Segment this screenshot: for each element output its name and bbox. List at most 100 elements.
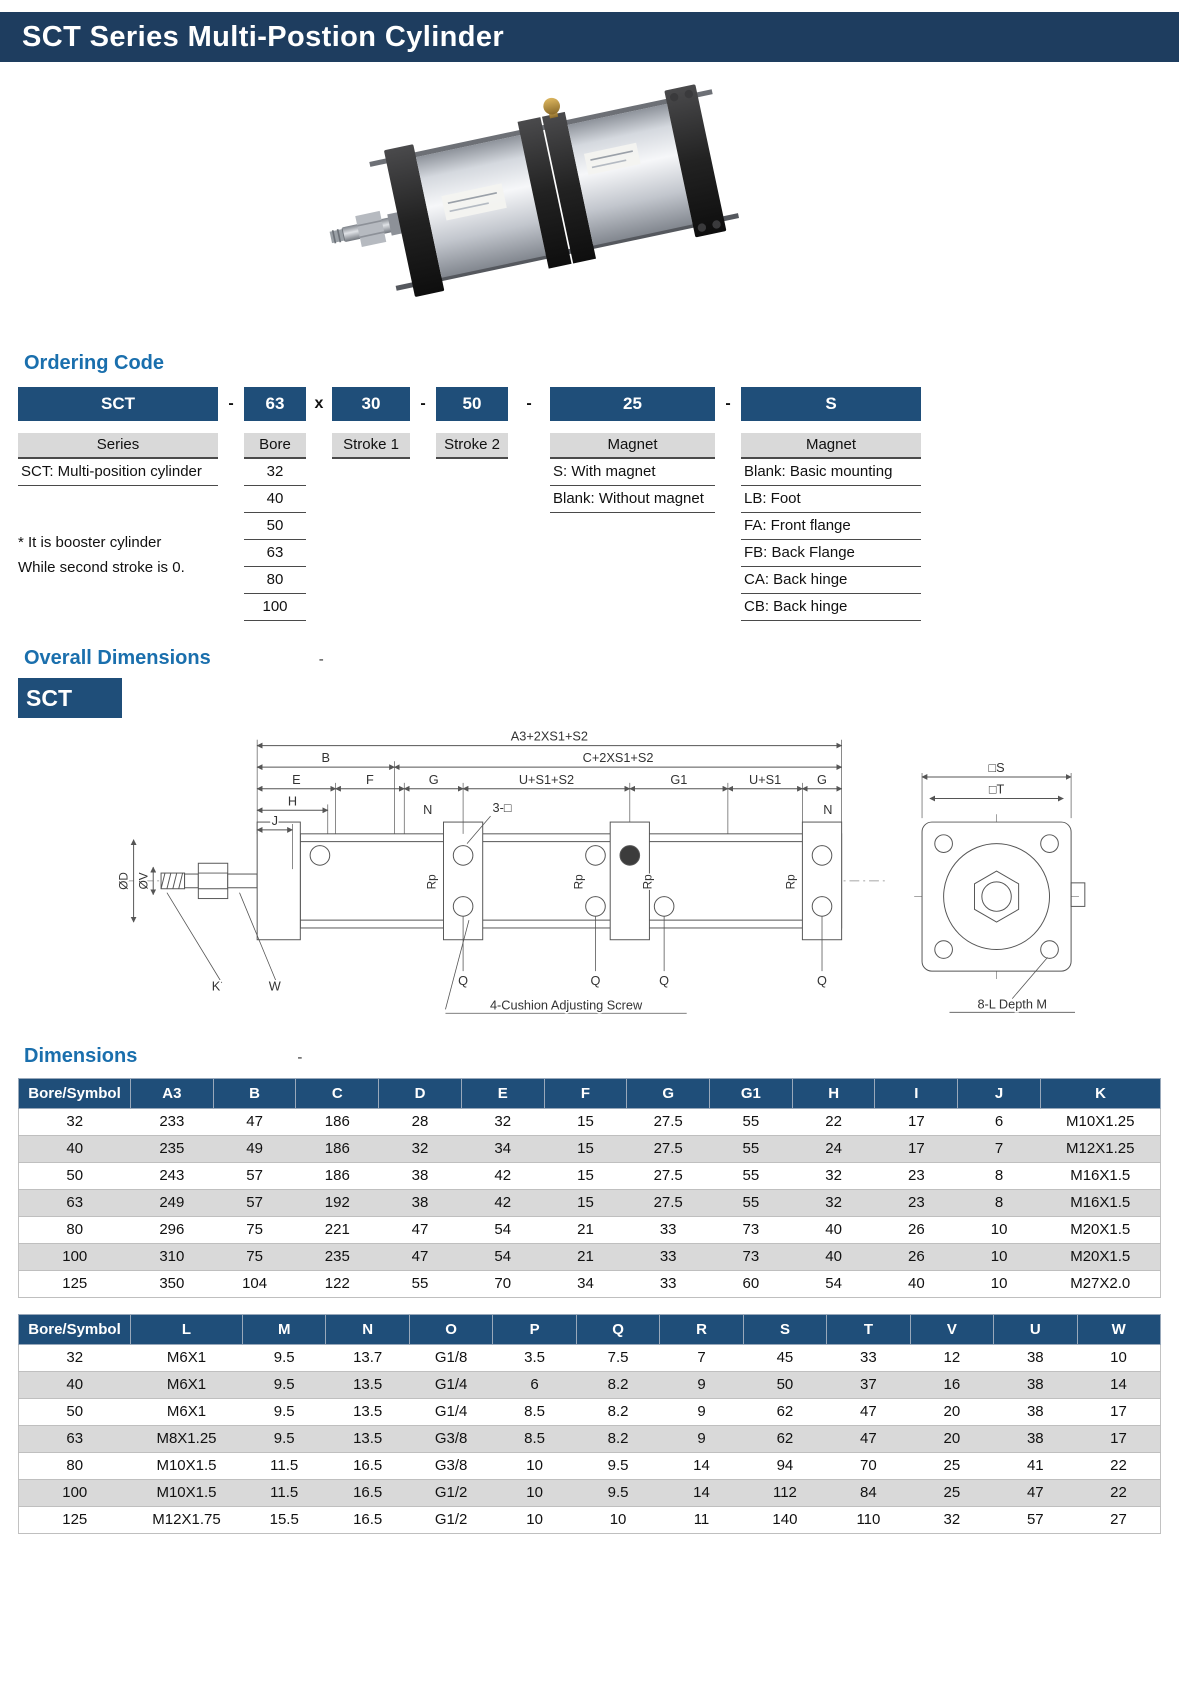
table-cell: 10 xyxy=(492,1452,577,1480)
table-cell: 17 xyxy=(874,1135,958,1163)
label-series: Series xyxy=(18,433,218,459)
table-cell: 14 xyxy=(659,1452,744,1480)
table-cell: 22 xyxy=(1077,1452,1161,1480)
bolt-note: 8-L Depth M xyxy=(977,996,1047,1011)
code-separator: - xyxy=(526,395,532,412)
list-item: FB: Back Flange xyxy=(741,540,921,567)
table-cell: 62 xyxy=(743,1398,827,1426)
table-cell: 40 xyxy=(18,1135,131,1163)
table-cell: 221 xyxy=(295,1216,379,1244)
table-cell: 10 xyxy=(1077,1344,1161,1372)
table-cell: 32 xyxy=(18,1344,131,1372)
table-cell: 55 xyxy=(709,1162,793,1190)
code-stroke2: 50 xyxy=(436,387,508,421)
table-cell: 55 xyxy=(709,1135,793,1163)
column-header: G1 xyxy=(709,1078,793,1109)
table-cell: 32 xyxy=(18,1108,131,1136)
column-header: I xyxy=(874,1078,959,1109)
column-header: V xyxy=(909,1314,995,1345)
table-cell: 12 xyxy=(910,1344,994,1372)
table-cell: 3.5 xyxy=(492,1344,577,1372)
rod-nut xyxy=(355,210,387,248)
dim-label-h: H xyxy=(288,793,297,808)
table-cell: 25 xyxy=(910,1452,994,1480)
ordering-code-section: SCT Series SCT: Multi-position cylinder … xyxy=(18,387,1179,621)
dim-label-j: J xyxy=(272,813,278,828)
dim-label-g: G xyxy=(817,772,827,787)
label-sticker xyxy=(441,183,507,221)
table-cell: 15 xyxy=(544,1162,627,1190)
label-mounting: Magnet xyxy=(741,433,921,459)
dim-label-w: W xyxy=(269,979,281,994)
table-cell: M16X1.5 xyxy=(1040,1162,1161,1190)
table-cell: M10X1.5 xyxy=(130,1479,243,1507)
table-cell: 15 xyxy=(544,1135,627,1163)
table-cell: 233 xyxy=(130,1108,214,1136)
table-cell: 26 xyxy=(874,1243,958,1271)
table-cell: 14 xyxy=(659,1479,744,1507)
table-cell: 23 xyxy=(874,1189,958,1217)
list-item: 63 xyxy=(244,540,306,567)
column-header: O xyxy=(408,1314,494,1345)
dim-label-g1: G1 xyxy=(670,772,687,787)
table-cell: 33 xyxy=(826,1344,911,1372)
table-cell: 28 xyxy=(378,1108,462,1136)
dimension-diagram-svg: A3+2XS1+S2 B C+2XS1+S2 E F G U+S1+S2 G1 … xyxy=(116,727,1086,1014)
column-header: S xyxy=(742,1314,828,1345)
table-cell: 41 xyxy=(993,1452,1078,1480)
table-cell: 47 xyxy=(826,1398,911,1426)
column-header: W xyxy=(1076,1314,1162,1345)
dim-label-n: N xyxy=(423,802,432,817)
column-header: T xyxy=(826,1314,911,1345)
column-header: L xyxy=(130,1314,243,1345)
list-item: CB: Back hinge xyxy=(741,594,921,621)
table-cell: 11.5 xyxy=(242,1452,326,1480)
table-cell: 310 xyxy=(130,1243,214,1271)
table-cell: 80 xyxy=(18,1452,131,1480)
table-cell: 32 xyxy=(910,1506,994,1534)
table-cell: G1/4 xyxy=(409,1371,493,1399)
table-cell: 9.5 xyxy=(242,1425,326,1453)
column-header: N xyxy=(325,1314,410,1345)
table-cell: M20X1.5 xyxy=(1040,1243,1161,1271)
table-cell: 42 xyxy=(461,1189,545,1217)
table-cell: 296 xyxy=(130,1216,214,1244)
table-cell: M10X1.5 xyxy=(130,1452,243,1480)
table-cell: 54 xyxy=(461,1216,545,1244)
table-cell: 15 xyxy=(544,1189,627,1217)
table-cell: 37 xyxy=(826,1371,911,1399)
table-cell: M12X1.75 xyxy=(130,1506,243,1534)
table-cell: 100 xyxy=(18,1243,131,1271)
label-stroke2: Stroke 2 xyxy=(436,433,508,459)
table-cell: 10 xyxy=(957,1243,1041,1271)
barrel-rear xyxy=(567,103,693,246)
table-cell: 40 xyxy=(792,1243,875,1271)
dim-label-q: Q xyxy=(659,973,669,988)
dim-label-t: □T xyxy=(989,782,1005,797)
table-cell: 47 xyxy=(993,1479,1078,1507)
dim-label-q: Q xyxy=(458,973,468,988)
table-cell: 104 xyxy=(213,1270,296,1298)
table-cell: 235 xyxy=(130,1135,214,1163)
page-title: SCT Series Multi-Postion Cylinder xyxy=(22,20,505,53)
table-cell: 38 xyxy=(993,1371,1078,1399)
column-header: Q xyxy=(575,1314,661,1345)
table-cell: M16X1.5 xyxy=(1040,1189,1161,1217)
dim-label-c: C+2XS1+S2 xyxy=(583,750,654,765)
table-cell: 10 xyxy=(492,1506,577,1534)
table-cell: 8 xyxy=(957,1189,1041,1217)
table-cell: 16.5 xyxy=(325,1452,410,1480)
front-cap xyxy=(384,144,445,297)
table-cell: M10X1.25 xyxy=(1040,1108,1161,1136)
dimensions-heading: Dimensions xyxy=(24,1045,138,1067)
table-cell: 80 xyxy=(18,1216,131,1244)
table-cell: 17 xyxy=(1077,1398,1161,1426)
table-cell: 27 xyxy=(1077,1506,1161,1534)
table-cell: 38 xyxy=(993,1398,1078,1426)
code-bore: 63 xyxy=(244,387,306,421)
column-header: E xyxy=(460,1078,545,1109)
table-cell: 8 xyxy=(957,1162,1041,1190)
